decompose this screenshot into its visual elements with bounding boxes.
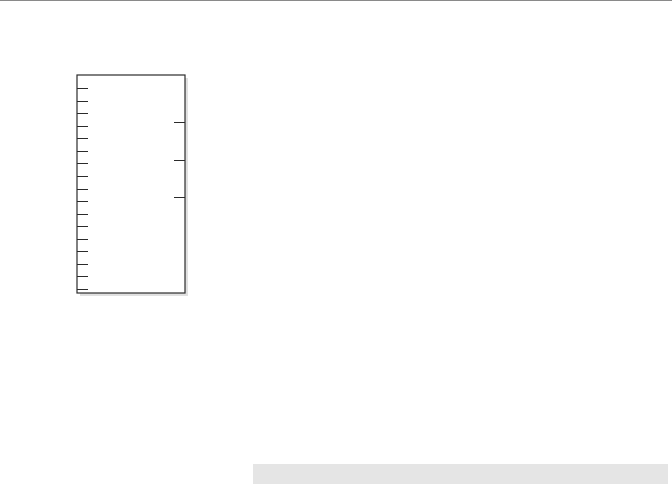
component-body [76, 74, 186, 294]
window-top-border [0, 0, 672, 1]
status-strip [253, 464, 668, 484]
component-block[interactable] [76, 74, 188, 296]
left-pin-group [77, 88, 88, 290]
right-pin-group [174, 122, 185, 198]
